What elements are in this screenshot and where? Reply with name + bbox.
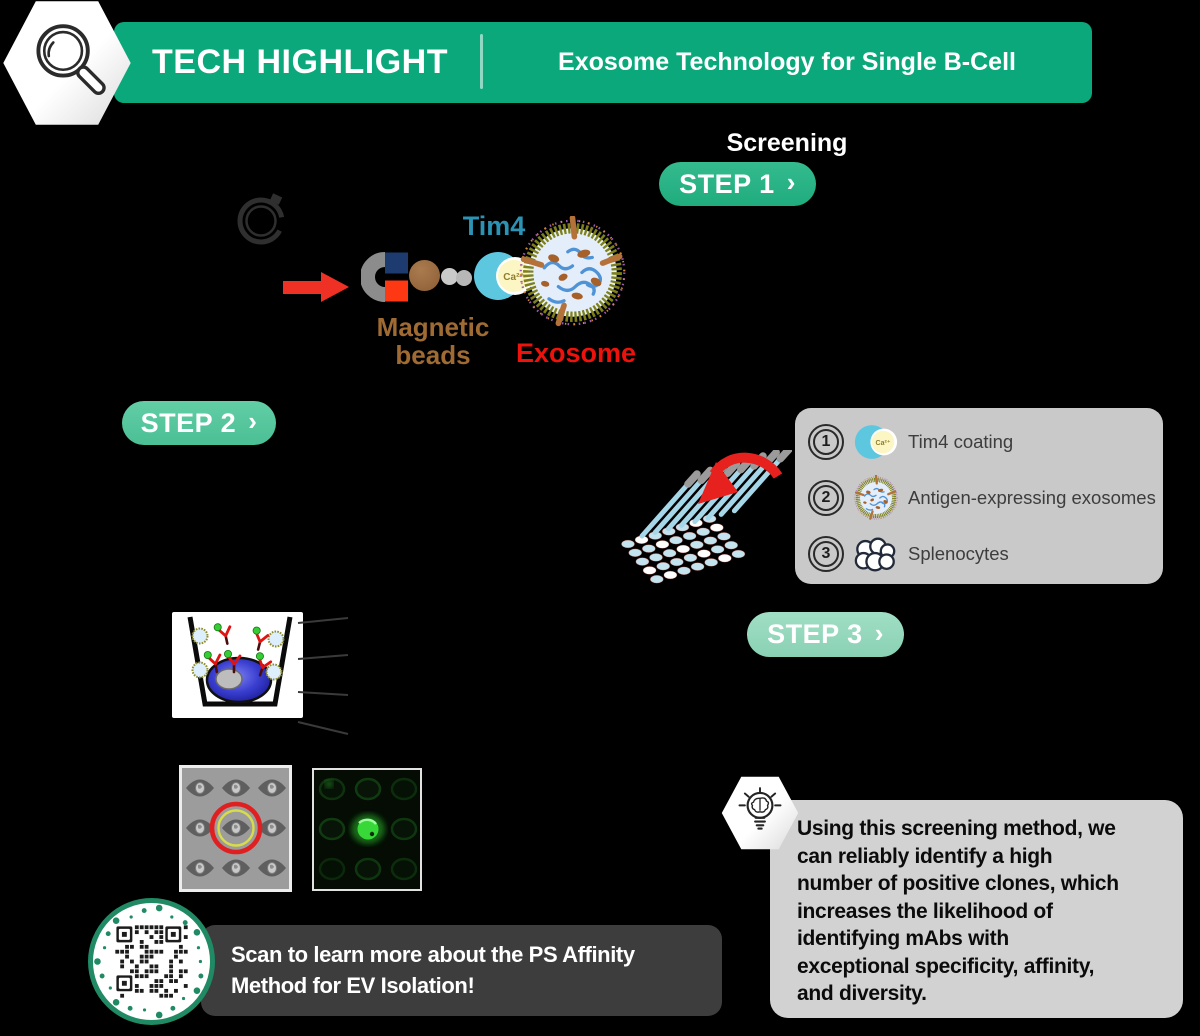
magnifier-hex-badge (3, 1, 131, 125)
insight-line: can reliably identify a high (797, 844, 1053, 868)
linker-bead (456, 270, 472, 286)
legend-item-splenocytes: 3 Splenocytes (808, 528, 1163, 579)
legend-panel: 1 Tim4 coating 2 Antigen-expressing exos… (795, 408, 1163, 584)
magnifier-icon (36, 24, 106, 96)
number-badge: 3 (808, 535, 844, 572)
insight-line: number of positive clones, which (797, 872, 1119, 895)
header-divider (480, 34, 483, 89)
chevron-right-icon: › (874, 617, 884, 648)
step-2-badge[interactable]: STEP 2 › (122, 401, 276, 445)
cell-nucleus (215, 668, 243, 690)
insight-line: identifying mAbs with (797, 927, 1009, 950)
legend-label: Tim4 coating (908, 430, 1014, 452)
legend-label: Splenocytes (908, 542, 1009, 564)
legend-item-exosomes: 2 Antigen-expressing exosomes (808, 472, 1163, 523)
chevron-right-icon: › (248, 406, 258, 436)
exosome-label: Exosome (516, 338, 637, 368)
exosome-icon (516, 216, 629, 329)
magnetic-bead-brown (409, 260, 440, 291)
splenocytes-icon (854, 537, 896, 571)
legend-item-tim4: 1 Tim4 coating (808, 416, 1163, 467)
insight-line: exceptional specificity, affinity, (797, 954, 1095, 978)
step-3-badge[interactable]: STEP 3 › (747, 612, 904, 657)
fluorescence-microscopy-image (312, 768, 422, 891)
qr-modules (115, 925, 188, 998)
legend-label: Antigen-expressing exosomes (908, 486, 1156, 508)
page-title: TECH HIGHLIGHT (152, 43, 448, 81)
header-banner (114, 22, 1092, 103)
step-3-label: STEP 3 (767, 619, 863, 649)
insight-line: increases the likelihood of (797, 899, 1053, 923)
step-1-badge[interactable]: STEP 1 › (659, 162, 816, 206)
scan-callout-banner: Scan to learn more about the PS Affinity… (201, 925, 722, 1016)
callout-lines (297, 617, 349, 735)
number-badge: 1 (808, 423, 844, 460)
step-2-label: STEP 2 (140, 407, 237, 438)
right-arrow-icon (283, 272, 349, 302)
linker-bead (441, 268, 458, 285)
insight-line: Using this screening method, we (797, 817, 1116, 840)
step-1-label: STEP 1 (679, 168, 775, 199)
qr-code[interactable] (88, 898, 215, 1025)
lightbulb-brain-icon (738, 787, 782, 830)
number-badge: 2 (808, 479, 844, 516)
exosome-dots (191, 627, 285, 681)
chevron-right-icon: › (786, 167, 796, 197)
multichannel-pipette-image (621, 450, 792, 584)
brightfield-microscopy-image (179, 765, 292, 892)
magnetic-beads-label: Magnetic beads (376, 312, 490, 370)
insight-line: and diversity. (797, 982, 927, 1005)
qr-finder-patterns (116, 926, 182, 992)
red-circle-annotation (209, 801, 263, 855)
scan-caption-line1: Scan to learn more about the PS Affinity (231, 942, 635, 967)
page-subtitle: Exosome Technology for Single B-Cell Scr… (558, 48, 1016, 157)
qr-green-dots (94, 904, 204, 1019)
insight-text-panel: Using this screening method, we can reli… (770, 800, 1183, 1018)
scan-caption-line2: Method for EV Isolation! (231, 973, 475, 998)
tim4-label: Tim4 (462, 211, 526, 241)
yellow-circle-annotation (217, 809, 255, 847)
plasmid-icon (237, 193, 285, 245)
well-cell-image (172, 612, 303, 718)
exosome-icon (853, 475, 899, 521)
tim4-coating-icon (854, 424, 898, 459)
